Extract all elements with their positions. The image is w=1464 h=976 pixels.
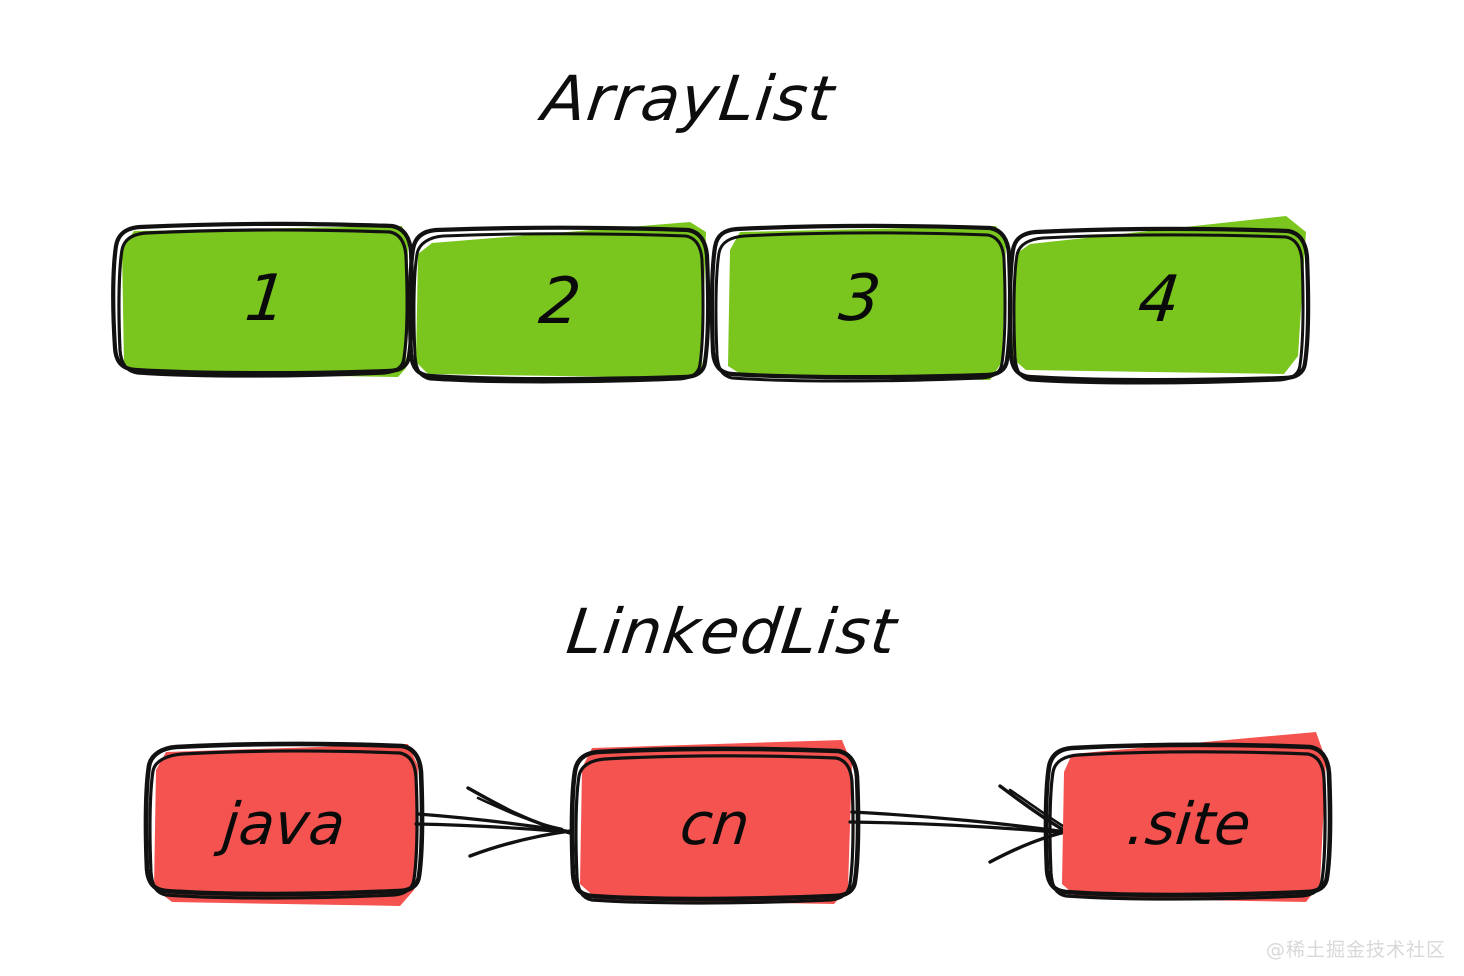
cell-3-outline — [709, 223, 1013, 380]
cell-2-outline-2 — [412, 232, 705, 384]
arrow-1-shaft-b — [414, 822, 570, 834]
linkedlist-arrow-2 — [848, 784, 1072, 864]
cell-4-fill — [1012, 216, 1306, 374]
arrow-1-shaft-a — [416, 812, 568, 833]
linkedlist-node-1[interactable] — [143, 741, 425, 906]
arrow-1-head-extra — [476, 796, 564, 831]
node-2-fill — [580, 740, 852, 904]
node-1-outline — [143, 741, 425, 897]
node-3-fill — [1062, 732, 1326, 902]
node-1-outline-2 — [148, 749, 419, 900]
cell-3-outline-2 — [714, 231, 1007, 383]
arrow-1-head-lower — [468, 829, 572, 858]
arraylist-cell-2[interactable] — [407, 222, 711, 384]
cell-4-outline-2 — [1012, 233, 1305, 385]
cell-1-fill — [122, 226, 408, 377]
arraylist-title: ArrayList — [0, 62, 1464, 135]
arraylist-row — [111, 216, 1311, 385]
arrow-2-head-extra — [1008, 788, 1070, 831]
node-2-outline-2 — [574, 754, 855, 905]
node-3-outline-2 — [1048, 750, 1327, 901]
arrow-2-head-upper — [998, 784, 1072, 836]
arraylist-title-text: ArrayList — [538, 62, 839, 135]
node-2-outline — [569, 746, 861, 902]
node-1-fill — [154, 744, 418, 906]
arraylist-cell-4[interactable] — [1007, 216, 1311, 385]
linkedlist-arrow-1 — [414, 786, 572, 858]
linkedlist-title: LinkedList — [0, 595, 1464, 668]
linkedlist-node-3[interactable] — [1043, 732, 1333, 902]
arraylist-cell-1[interactable] — [111, 221, 415, 378]
linkedlist-row — [143, 732, 1333, 906]
linkedlist-node-2[interactable] — [569, 740, 861, 905]
linkedlist-title-text: LinkedList — [562, 595, 902, 668]
arraylist-cell-3[interactable] — [709, 223, 1013, 383]
cell-2-fill — [416, 222, 706, 378]
arrow-2-head-lower — [988, 829, 1072, 864]
watermark: @稀土掘金技术社区 — [1265, 939, 1446, 961]
cell-3-fill — [728, 226, 1006, 380]
node-3-outline — [1043, 742, 1333, 898]
cell-1-outline-2 — [117, 228, 409, 378]
